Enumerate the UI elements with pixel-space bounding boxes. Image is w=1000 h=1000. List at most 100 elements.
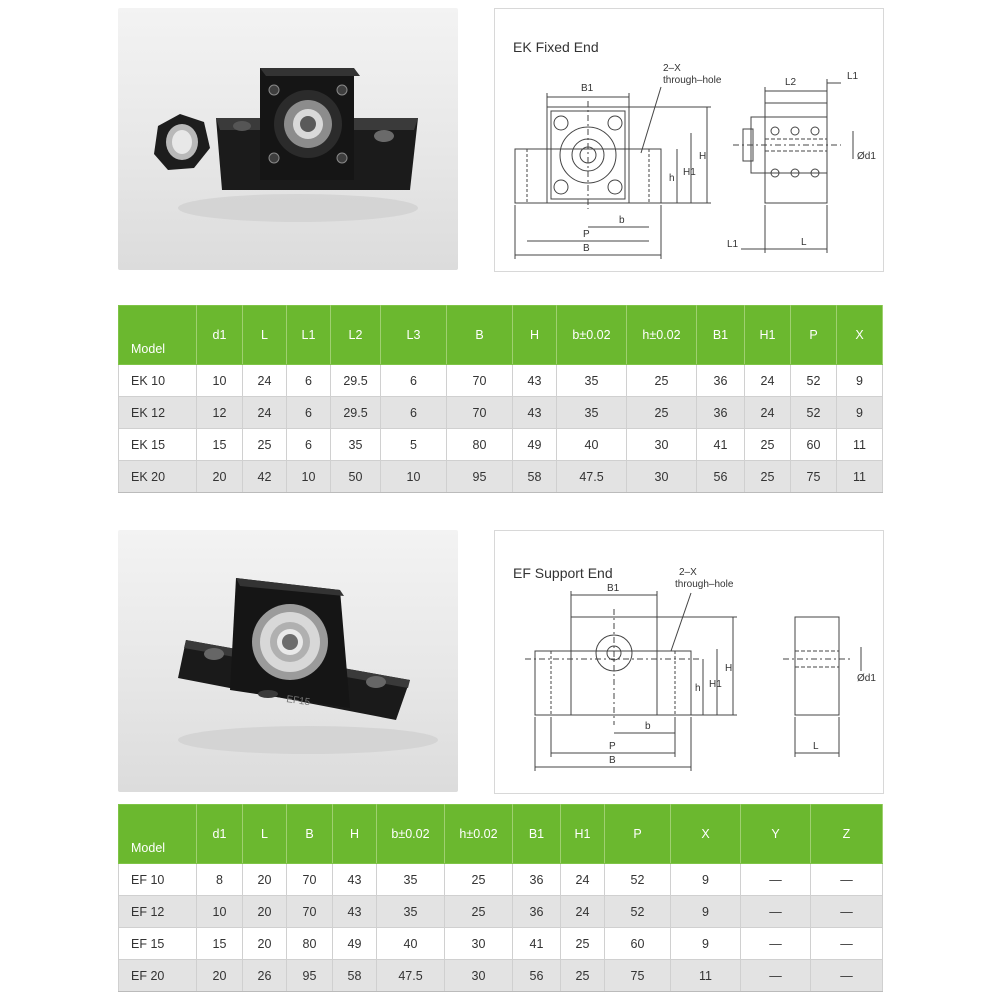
table-cell: 25: [744, 460, 791, 493]
table-cell: 70: [446, 364, 513, 397]
table-cell: 9: [670, 927, 741, 960]
table-cell: 35: [376, 863, 445, 896]
ek-label-B: B: [583, 243, 590, 254]
ef-product-photo: EF15: [118, 530, 458, 792]
table-cell: 95: [286, 959, 333, 992]
table-cell: 40: [376, 927, 445, 960]
ek-col-header: P: [790, 305, 837, 365]
table-cell: EF 12: [118, 895, 197, 928]
ef-technical-drawing: EF Support End: [494, 530, 884, 794]
table-cell: 70: [286, 863, 333, 896]
ek-label-l1-bottom: L1: [727, 239, 739, 250]
table-cell: 41: [512, 927, 561, 960]
ef-col-header: B: [286, 804, 333, 864]
table-row: EF 12 10 20 70 43 35 25 36 24 52 9 — —: [118, 895, 883, 928]
ef-label-h1: H1: [709, 679, 722, 690]
table-cell: 5: [380, 428, 447, 461]
table-cell: 36: [696, 396, 745, 429]
table-cell: 20: [242, 927, 287, 960]
table-cell: 11: [836, 428, 883, 461]
table-cell: 75: [604, 959, 671, 992]
ek-table-header-row: Model d1 L L1 L2 L3 B H b±0.02 h±0.02 B1…: [118, 305, 883, 365]
table-cell: 12: [196, 396, 243, 429]
ek-col-header: d1: [196, 305, 243, 365]
table-cell: 52: [604, 863, 671, 896]
table-cell: 56: [696, 460, 745, 493]
table-cell: 58: [512, 460, 557, 493]
table-cell: 30: [626, 460, 697, 493]
table-cell: 25: [626, 396, 697, 429]
table-cell: 30: [444, 959, 513, 992]
ef-product-marking: EF15: [286, 694, 312, 708]
table-cell: 95: [446, 460, 513, 493]
ek-label-l1-top: L1: [847, 71, 859, 82]
table-cell: 56: [512, 959, 561, 992]
table-row: EK 10 10 24 6 29.5 6 70 43 35 25 36 24 5…: [118, 364, 883, 397]
table-cell: 49: [332, 927, 377, 960]
ek-label-h: h: [669, 173, 675, 184]
table-cell: 52: [790, 364, 837, 397]
table-row: EK 15 15 25 6 35 5 80 49 40 30 41 25 60 …: [118, 428, 883, 461]
table-cell: 47.5: [556, 460, 627, 493]
table-cell: 60: [604, 927, 671, 960]
ef-label-p: P: [609, 741, 616, 752]
table-cell: 24: [560, 863, 605, 896]
ef-col-header: X: [670, 804, 741, 864]
ek-spec-table: Model d1 L L1 L2 L3 B H b±0.02 h±0.02 B1…: [118, 305, 883, 493]
ek-col-header: Model: [118, 305, 197, 365]
table-cell: 36: [696, 364, 745, 397]
ek-col-header: b±0.02: [556, 305, 627, 365]
table-cell: —: [740, 959, 811, 992]
table-cell: 25: [242, 428, 287, 461]
ek-label-d1: Ød1: [857, 151, 876, 162]
table-cell: EF 20: [118, 959, 197, 992]
ek-label-h1: H1: [683, 167, 696, 178]
ek-label-l2: L2: [785, 77, 797, 88]
table-cell: 6: [286, 396, 331, 429]
table-cell: 25: [744, 428, 791, 461]
table-row: EK 12 12 24 6 29.5 6 70 43 35 25 36 24 5…: [118, 396, 883, 429]
table-cell: 25: [560, 959, 605, 992]
ef-table-header-row: Model d1 L B H b±0.02 h±0.02 B1 H1 P X Y…: [118, 804, 883, 864]
table-cell: 10: [286, 460, 331, 493]
table-cell: 6: [286, 364, 331, 397]
ek-col-header: h±0.02: [626, 305, 697, 365]
table-cell: 40: [556, 428, 627, 461]
ef-col-header: Model: [118, 804, 197, 864]
table-cell: 25: [444, 895, 513, 928]
ek-col-header: L1: [286, 305, 331, 365]
lock-nut-icon: [154, 114, 210, 170]
table-cell: EF 15: [118, 927, 197, 960]
table-cell: 52: [790, 396, 837, 429]
table-cell: 9: [670, 863, 741, 896]
table-cell: 24: [744, 364, 791, 397]
table-cell: 10: [196, 364, 243, 397]
table-cell: 80: [446, 428, 513, 461]
ef-col-header: H1: [560, 804, 605, 864]
ef-label-h: h: [695, 683, 701, 694]
table-cell: 35: [330, 428, 381, 461]
table-cell: —: [740, 863, 811, 896]
table-cell: 9: [670, 895, 741, 928]
table-cell: 43: [512, 364, 557, 397]
table-cell: 25: [626, 364, 697, 397]
ek-technical-drawing: EK Fixed End: [494, 8, 884, 272]
table-cell: 75: [790, 460, 837, 493]
table-cell: —: [810, 895, 883, 928]
table-cell: 35: [556, 364, 627, 397]
table-cell: EK 20: [118, 460, 197, 493]
table-cell: 43: [332, 863, 377, 896]
table-cell: 43: [512, 396, 557, 429]
ef-spec-table: Model d1 L B H b±0.02 h±0.02 B1 H1 P X Y…: [118, 804, 883, 992]
ef-label-b1: B1: [607, 583, 620, 594]
ef-label-through-hole: through–hole: [675, 579, 734, 590]
table-cell: 24: [242, 396, 287, 429]
table-row: EF 15 15 20 80 49 40 30 41 25 60 9 — —: [118, 927, 883, 960]
ek-label-b1: B1: [581, 83, 594, 94]
ef-label-2x: 2–X: [679, 567, 697, 578]
table-cell: 10: [380, 460, 447, 493]
table-cell: 70: [286, 895, 333, 928]
table-cell: 36: [512, 863, 561, 896]
ek-col-header: L: [242, 305, 287, 365]
table-cell: 35: [556, 396, 627, 429]
